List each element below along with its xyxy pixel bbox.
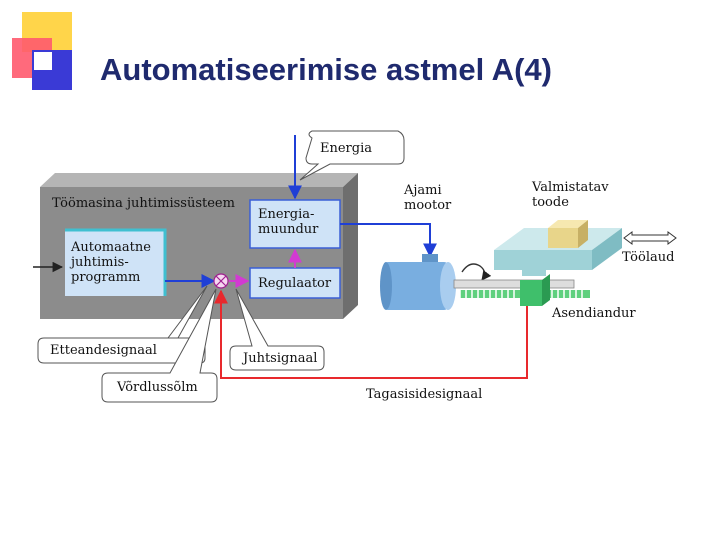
position-sensor-label: Asendiandur [552, 306, 636, 321]
setpoint-signal-label: Etteandesignaal [50, 343, 157, 358]
energy-converter-box [249, 199, 341, 249]
program-label: Automaatne juhtimis-programm [71, 240, 151, 285]
comparator-callout [101, 288, 218, 403]
product-label: Valmistatav toode [532, 180, 609, 210]
position-sensor [520, 274, 550, 306]
motor [380, 254, 456, 310]
rotation-arrow [461, 263, 492, 281]
control-signal-label: Juhtsignaal [243, 351, 318, 366]
control-system-label: Töömasina juhtimissüsteem [52, 196, 235, 211]
feedback-signal-label: Tagasisidesignaal [366, 387, 483, 402]
page-title: Automatiseerimise astmel A(4) [100, 52, 552, 87]
table-motion-arrow [623, 231, 677, 245]
regulator-label: Regulaator [258, 276, 332, 291]
regulator-box [249, 267, 341, 299]
slide-logo [12, 12, 72, 90]
energy-converter-label: Energia-muundur [258, 207, 319, 237]
program-box [65, 228, 167, 296]
table-label: Töölaud [622, 250, 675, 265]
comparator-symbol [213, 273, 229, 289]
comparator-label: Võrdlussõlm [117, 380, 198, 395]
motor-label: Ajami mootor [404, 183, 452, 213]
converter-to-motor-arrow [340, 223, 437, 258]
energy-label: Energia [320, 141, 372, 156]
product-cube [548, 220, 588, 248]
feedback-arrow [214, 289, 528, 379]
energy-callout [299, 130, 405, 181]
control-signal-callout [229, 288, 325, 371]
